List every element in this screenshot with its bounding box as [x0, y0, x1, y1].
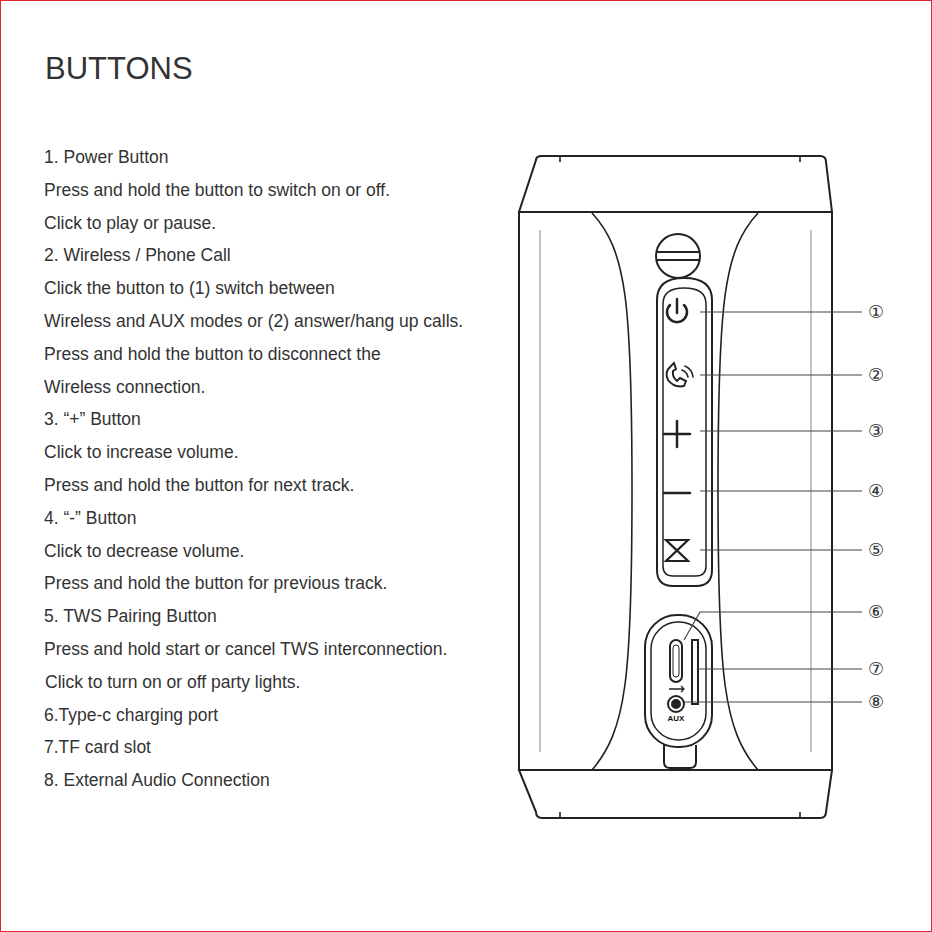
callout-number: ① [868, 301, 884, 323]
button-strip [657, 278, 712, 586]
description-line: Wireless connection. [44, 377, 205, 398]
callout-number: ⑧ [868, 691, 884, 713]
description-line: Wireless and AUX modes or (2) answer/han… [44, 311, 463, 332]
description-line: Press and hold the button for previous t… [44, 573, 387, 594]
leader-lines [684, 312, 862, 702]
description-line: Click to play or pause. [44, 213, 216, 234]
description-line: Click to increase volume. [44, 442, 239, 463]
callout-number: ③ [868, 420, 884, 442]
description-line: 7.TF card slot [44, 737, 151, 758]
tws-icon [666, 540, 688, 561]
description-line: Click the button to (1) switch between [44, 278, 335, 299]
callout-number: ② [868, 364, 884, 386]
plus-icon [664, 421, 690, 447]
diagram-title: BUTTONS [45, 50, 193, 87]
port-panel [645, 615, 712, 768]
phone-icon [667, 363, 686, 386]
front-panel-curve [592, 213, 632, 770]
description-line: Press and hold the button to disconnect … [44, 344, 381, 365]
description-line: Press and hold the button for next track… [44, 475, 354, 496]
tf-slot [692, 640, 698, 704]
port-label: AUX [668, 714, 685, 724]
top-cap [519, 156, 832, 212]
description-line: 6.Type-c charging port [44, 705, 218, 726]
callout-number: ⑥ [868, 601, 884, 623]
button-heading: 3. “+” Button [44, 409, 141, 430]
description-line: Click to turn on or off party lights. [45, 672, 301, 693]
minus-icon [664, 492, 690, 495]
strap-knob [656, 234, 700, 278]
type-c-port [670, 640, 682, 682]
callout-number: ⑤ [868, 539, 884, 561]
button-heading: 1. Power Button [44, 147, 169, 168]
button-heading: 2. Wireless / Phone Call [44, 245, 231, 266]
description-line: Press and hold start or cancel TWS inter… [44, 639, 447, 660]
aux-jack [668, 696, 684, 712]
bottom-cap [519, 770, 832, 818]
button-heading: 4. “-” Button [44, 508, 136, 529]
callout-number: ⑦ [868, 658, 884, 680]
callout-number: ④ [868, 480, 884, 502]
description-line: 8. External Audio Connection [44, 770, 270, 791]
button-heading: 5. TWS Pairing Button [44, 606, 217, 627]
description-line: Press and hold the button to switch on o… [44, 180, 390, 201]
description-line: Click to decrease volume. [44, 541, 244, 562]
